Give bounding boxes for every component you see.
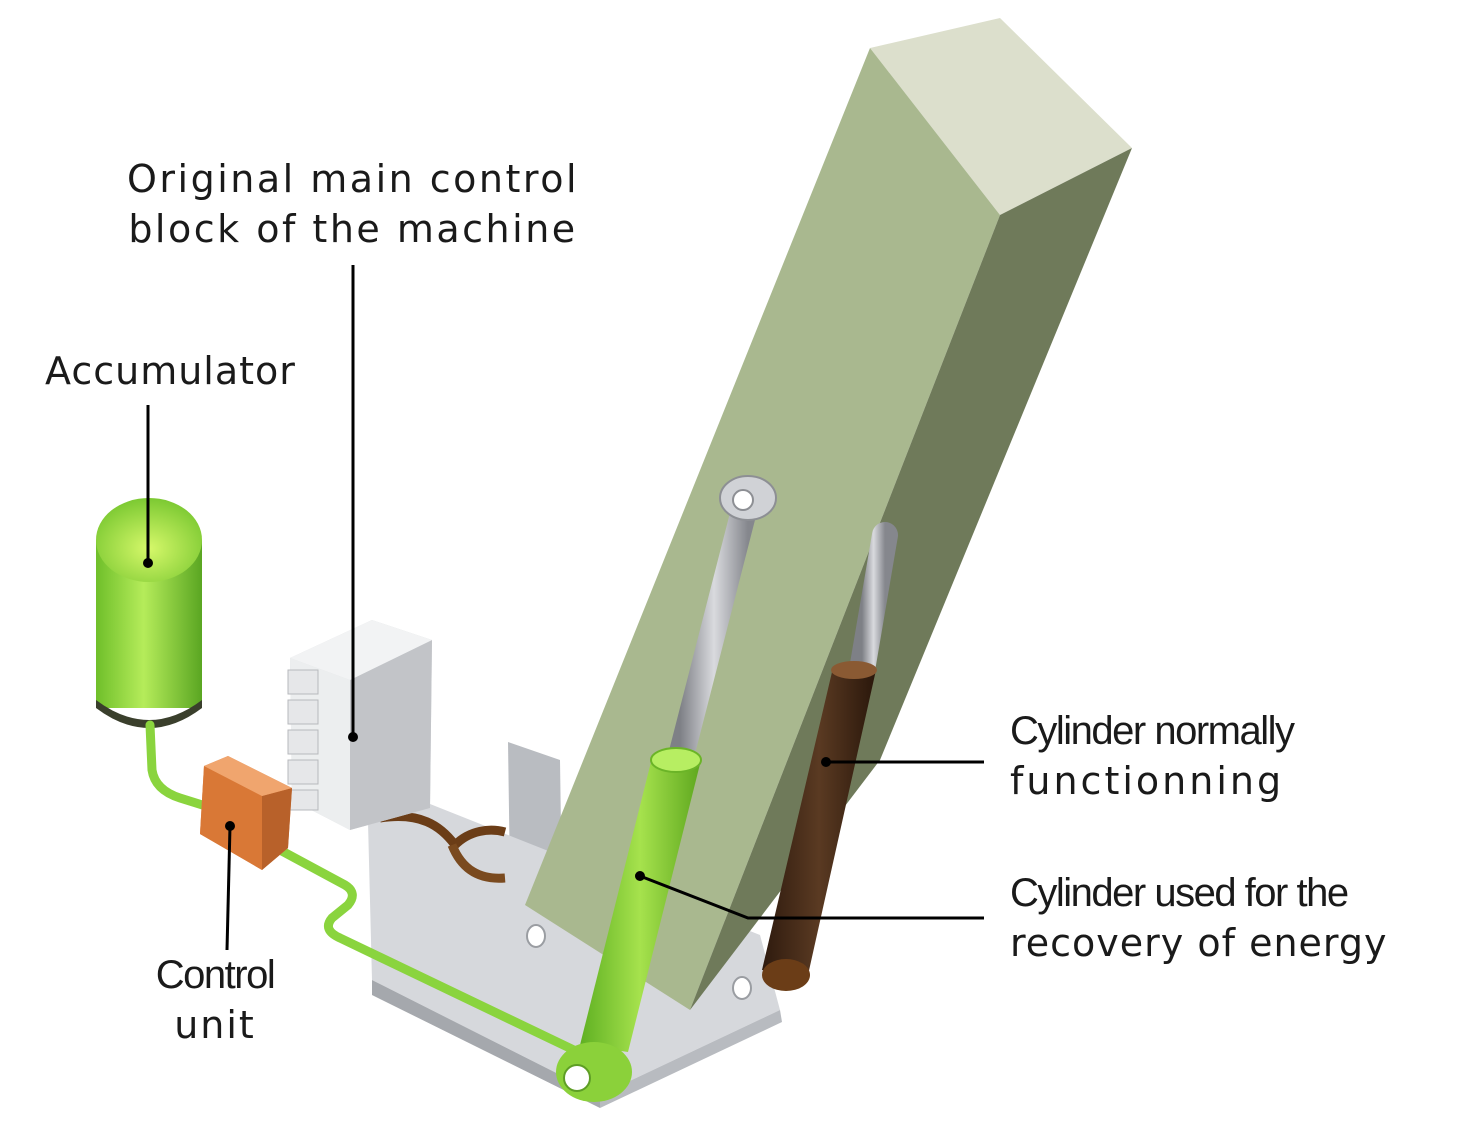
label-accumulator: Accumulator [45, 346, 296, 396]
cylinder-normally-functioning [762, 522, 898, 991]
label-control-unit-line2: unit [174, 1003, 256, 1047]
label-main-control-block: Original main control block of the machi… [120, 154, 586, 254]
main-control-block [287, 620, 432, 830]
label-cylinder-normal-line2: functionning [1010, 759, 1285, 803]
label-control-unit-line1: Control [155, 953, 276, 997]
boom [525, 18, 1132, 1010]
label-cylinder-recovery-line2: recovery of energy [1010, 921, 1388, 965]
label-accumulator-text: Accumulator [45, 349, 296, 393]
label-cylinder-normal-line1: Cylinder normally [1010, 709, 1295, 753]
leader-line-cylinder-recovery [639, 874, 984, 920]
label-main-control-block-line2: block of the machine [128, 207, 578, 251]
control-unit [200, 756, 292, 870]
accumulator [96, 498, 202, 728]
label-cylinder-recovery-line1: Cylinder used for the [1010, 871, 1349, 915]
label-main-control-block-line1: Original main control [126, 157, 580, 201]
label-control-unit: Control unit [140, 950, 290, 1050]
label-cylinder-normal: Cylinder normally functionning [1010, 706, 1295, 806]
leader-line-control-unit [225, 825, 232, 951]
label-cylinder-recovery: Cylinder used for the recovery of energy [1010, 868, 1387, 968]
cylinder-recovery-energy [556, 475, 777, 1102]
green-pipe [145, 720, 583, 1057]
leader-lines [146, 265, 984, 951]
leader-dots [143, 558, 831, 881]
